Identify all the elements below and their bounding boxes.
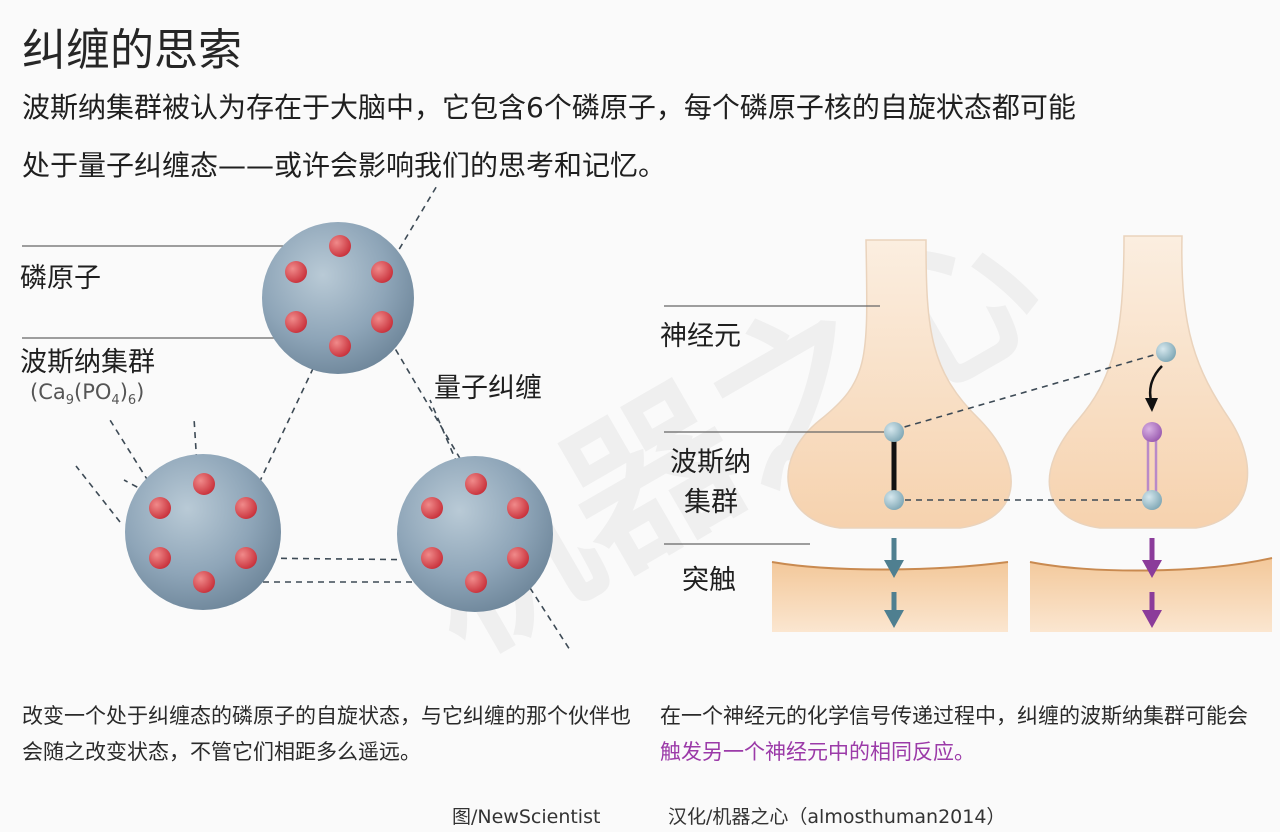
label-synapse: 突触 bbox=[682, 565, 736, 596]
phosphorus-atom bbox=[465, 571, 487, 593]
credit-translation: 汉化/机器之心（almosthuman2014） bbox=[668, 806, 1006, 828]
neuron-right bbox=[1048, 235, 1249, 529]
label-phosphorus: 磷原子 bbox=[20, 263, 101, 294]
label-neuron: 神经元 bbox=[660, 321, 741, 352]
posner-ball bbox=[1142, 490, 1162, 510]
intro-line-1: 波斯纳集群被认为存在于大脑中，它包含6个磷原子，每个磷原子核的自旋状态都可能 bbox=[22, 91, 1076, 124]
phosphorus-atom bbox=[329, 335, 351, 357]
phosphorus-atom bbox=[235, 547, 257, 569]
motion-arrow-head bbox=[1145, 398, 1158, 412]
posner-ball bbox=[884, 490, 904, 510]
neuron-left bbox=[787, 239, 1012, 529]
page-title: 纠缠的思索 bbox=[22, 25, 242, 76]
phosphorus-atom bbox=[465, 473, 487, 495]
phosphorus-atom bbox=[193, 473, 215, 495]
chemical-formula: (Ca9(PO4)6) bbox=[30, 380, 145, 409]
phosphorus-atom bbox=[421, 497, 443, 519]
phosphorus-atom bbox=[149, 497, 171, 519]
phosphorus-atom bbox=[507, 497, 529, 519]
signal-arrow-blue bbox=[884, 538, 904, 628]
posner-cluster-top bbox=[262, 222, 414, 374]
label-posner-line1: 波斯纳 bbox=[670, 447, 751, 478]
phosphorus-atom bbox=[371, 311, 393, 333]
intro-line-2: 处于量子纠缠态——或许会影响我们的思考和记忆。 bbox=[22, 149, 667, 182]
phosphorus-atom bbox=[421, 547, 443, 569]
phosphorus-atom bbox=[285, 311, 307, 333]
posner-ball bbox=[884, 422, 904, 442]
phosphorus-atom bbox=[149, 547, 171, 569]
phosphorus-atom bbox=[235, 497, 257, 519]
synapse-membrane-left bbox=[771, 561, 1009, 632]
signal-arrow-purple bbox=[1142, 538, 1162, 628]
phosphorus-atom bbox=[371, 261, 393, 283]
posner-ball-purple bbox=[1142, 422, 1162, 442]
neuron-entanglement-links bbox=[893, 351, 1165, 501]
posner-cluster-left bbox=[125, 454, 281, 610]
phosphorus-atom bbox=[329, 235, 351, 257]
credit-image: 图/NewScientist bbox=[452, 806, 601, 828]
posner-ball bbox=[1156, 342, 1176, 362]
posner-cluster-right bbox=[397, 456, 553, 612]
caption-right: 在一个神经元的化学信号传递过程中，纠缠的波斯纳集群可能会触发另一个神经元中的相同… bbox=[660, 704, 1248, 764]
caption-left: 改变一个处于纠缠态的磷原子的自旋状态，与它纠缠的那个伙伴也会随之改变状态，不管它… bbox=[22, 704, 631, 764]
phosphorus-atom bbox=[285, 261, 307, 283]
phosphorus-atom bbox=[507, 547, 529, 569]
phosphorus-atom bbox=[193, 571, 215, 593]
caption-highlight: 触发另一个神经元中的相同反应。 bbox=[660, 740, 975, 764]
label-posner-cluster: 波斯纳集群 bbox=[20, 347, 155, 378]
label-entanglement: 量子纠缠 bbox=[434, 373, 542, 404]
label-posner-line2: 集群 bbox=[684, 487, 738, 518]
